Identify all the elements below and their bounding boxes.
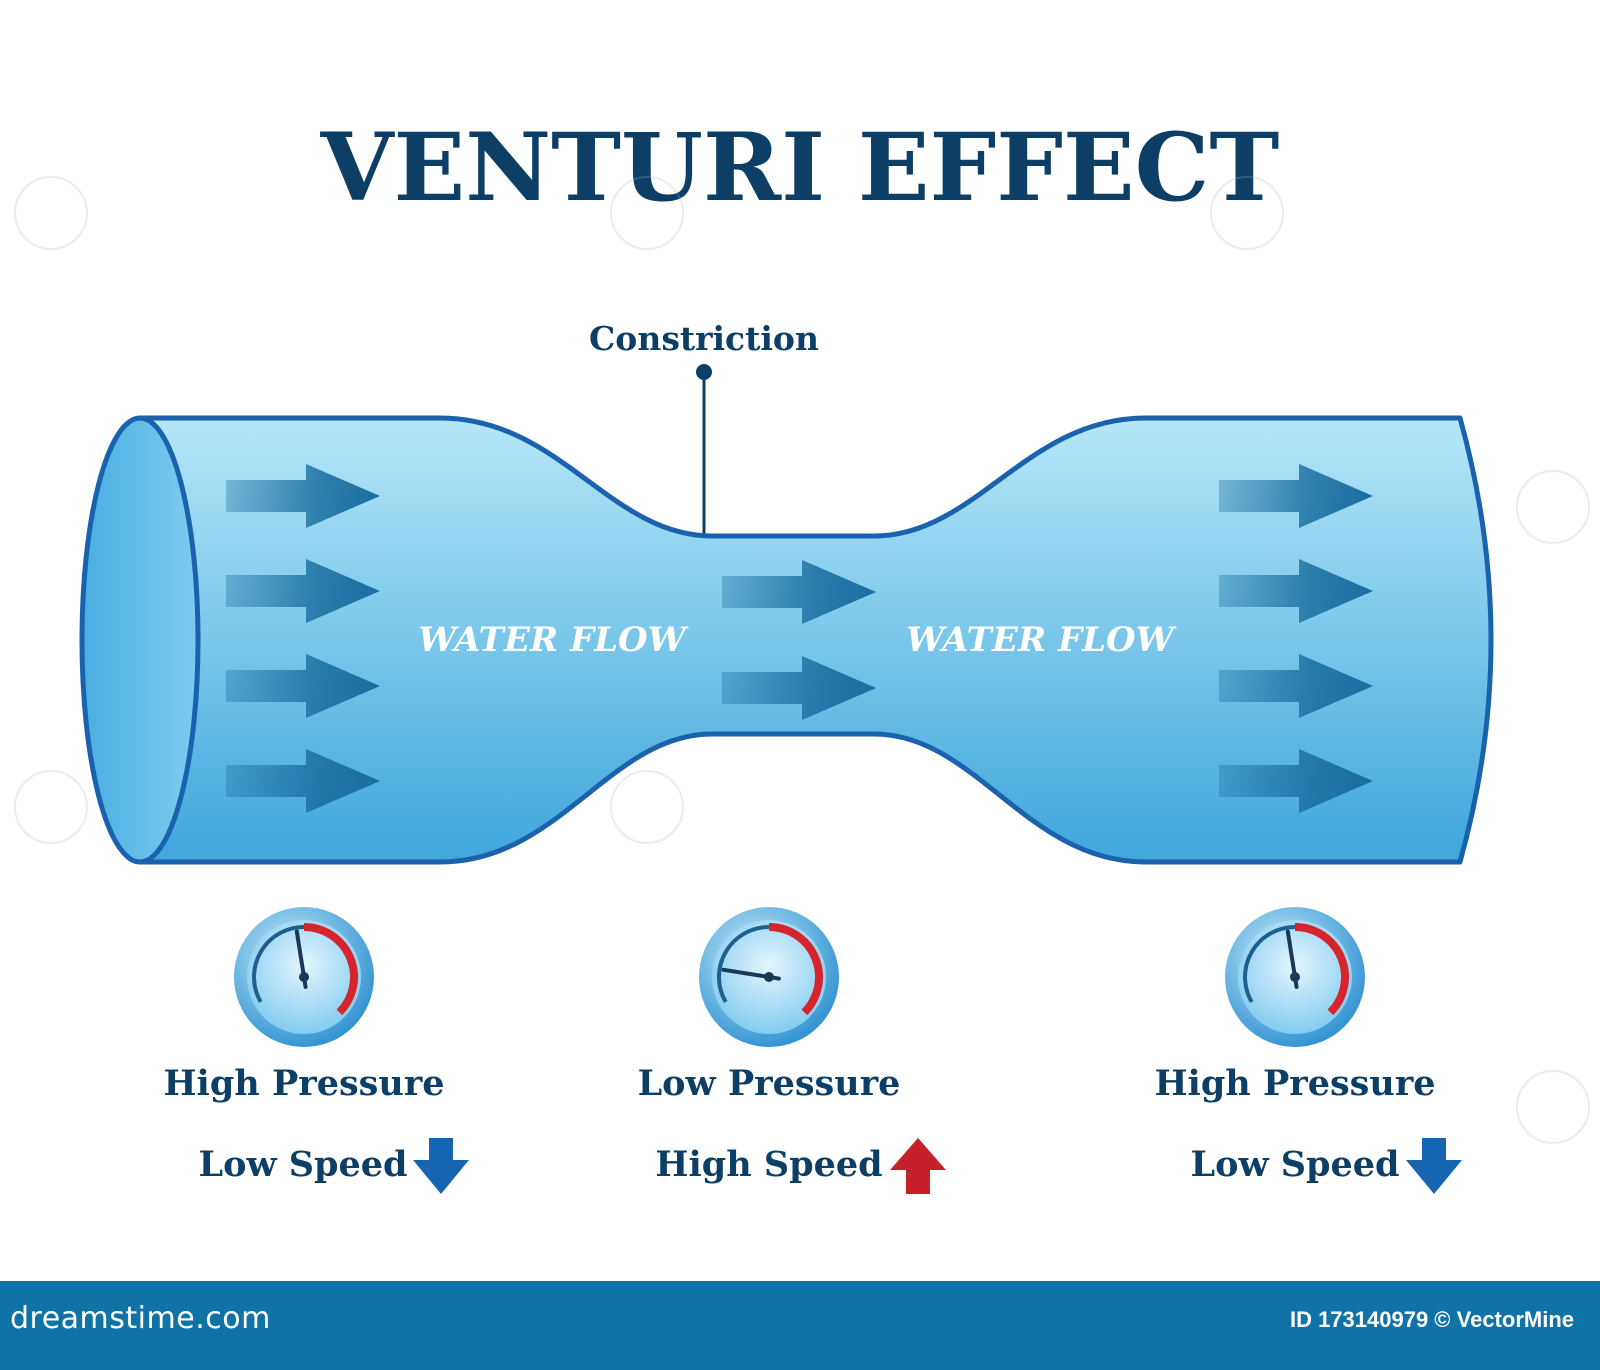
pressure-label: Low Pressure — [638, 1063, 901, 1104]
footer-image-id: ID 173140979 © VectorMine — [1289, 1307, 1574, 1332]
flow-arrow — [226, 464, 380, 528]
pressure-label: High Pressure — [1154, 1063, 1435, 1104]
pressure-gauge — [1225, 907, 1365, 1047]
constriction-label: Constriction — [589, 319, 819, 358]
gauge-scale-arc — [717, 925, 770, 1003]
speed-label: Low Speed — [1190, 1144, 1399, 1185]
water-flow-label-left: WATER FLOW — [418, 620, 689, 660]
watermark-ring — [1516, 1070, 1590, 1144]
watermark-ring — [1516, 470, 1590, 544]
pressure-gauge — [234, 907, 374, 1047]
flow-arrow — [722, 656, 876, 720]
watermark-ring — [610, 176, 684, 250]
watermark-ring — [1210, 176, 1284, 250]
flow-arrow — [226, 559, 380, 623]
gauge-red-zone — [303, 923, 358, 1016]
flow-arrow — [226, 654, 380, 718]
gauge-red-zone — [1294, 923, 1349, 1016]
pressure-gauge — [699, 907, 839, 1047]
flow-arrow — [1219, 464, 1373, 528]
up-arrow-icon — [890, 1138, 946, 1194]
gauge-pivot — [1290, 972, 1300, 982]
flow-arrows-middle — [722, 560, 876, 720]
flow-arrow — [226, 749, 380, 813]
pipe-opening — [79, 415, 201, 865]
gauge-scale-arc — [1243, 925, 1296, 1003]
pipe-body — [137, 415, 1494, 865]
pressure-label: High Pressure — [163, 1063, 444, 1104]
footer-brand[interactable]: dreamstime.com — [10, 1301, 271, 1336]
footer-bar: dreamstime.com ID 173140979 © VectorMine — [0, 1281, 1600, 1370]
page-title: VENTURI EFFECT — [320, 113, 1280, 223]
flow-arrow — [1219, 559, 1373, 623]
gauge-red-zone — [768, 923, 823, 1016]
watermark-ring — [14, 770, 88, 844]
flow-arrows-right — [1219, 464, 1373, 813]
watermark-ring — [610, 770, 684, 844]
flow-arrow — [1219, 749, 1373, 813]
speed-label: High Speed — [655, 1144, 882, 1185]
down-arrow-icon — [413, 1138, 469, 1194]
gauge-pivot — [764, 972, 774, 982]
speed-label: Low Speed — [198, 1144, 407, 1185]
gauge-pivot — [299, 972, 309, 982]
flow-arrows-left — [226, 464, 380, 813]
watermark-ring — [14, 176, 88, 250]
flow-arrow — [722, 560, 876, 624]
down-arrow-icon — [1406, 1138, 1462, 1194]
gauge-scale-arc — [252, 925, 305, 1003]
flow-arrow — [1219, 654, 1373, 718]
water-flow-label-right: WATER FLOW — [906, 620, 1177, 660]
